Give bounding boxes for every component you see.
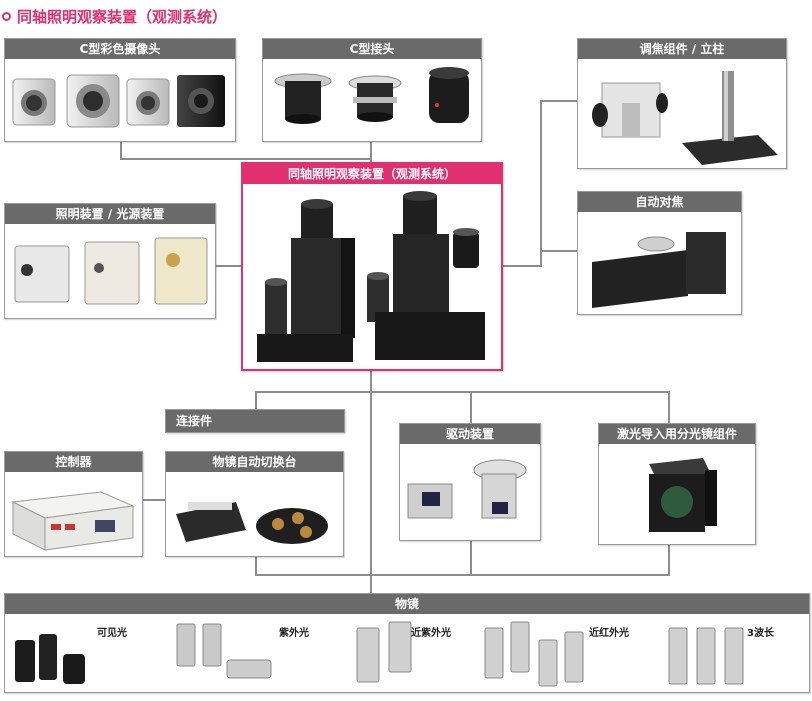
center-system-header: 同轴照明观察装置（观测系统）: [243, 164, 501, 184]
connector-line: [502, 265, 540, 267]
connector-line: [143, 499, 167, 501]
connector-line: [120, 158, 372, 160]
connector-line: [668, 391, 670, 423]
objective-label-visible: 可见光: [97, 628, 127, 639]
laser-header: 激光导入用分光镜组件: [599, 424, 755, 444]
connector-line: [668, 545, 670, 575]
controller-illustration: [11, 491, 135, 551]
center-system-box[interactable]: 同轴照明观察装置（观测系统）: [241, 162, 503, 371]
connector-line: [370, 371, 372, 593]
bullet-icon: [2, 12, 11, 21]
light-source-illustration: [14, 237, 208, 305]
autofocus-header: 自动对焦: [578, 192, 741, 212]
connector-line: [370, 142, 372, 162]
objectives-box[interactable]: 物镜 可见光 紫外光 近紫外光 近红外光 3波长: [4, 593, 810, 693]
connector-header: 连接件: [166, 410, 344, 432]
connector-line: [120, 142, 122, 160]
focus-unit-illustration: [592, 71, 778, 165]
revolver-header: 物镜自动切换台: [166, 452, 343, 472]
focus-box[interactable]: 调焦组件 / 立柱: [577, 38, 787, 169]
c-camera-box[interactable]: C型彩色摄像头: [4, 38, 236, 142]
objective-label-uv: 紫外光: [279, 628, 309, 639]
connector-line: [470, 540, 472, 575]
controller-header: 控制器: [5, 452, 142, 472]
objective-label-near-uv: 近紫外光: [411, 628, 451, 639]
drive-illustration: [407, 459, 527, 519]
focus-header: 调焦组件 / 立柱: [578, 39, 786, 59]
connector-line: [540, 100, 542, 267]
c-camera-header: C型彩色摄像头: [5, 39, 235, 59]
controller-box[interactable]: 控制器: [4, 451, 143, 557]
adapter-illustration: [274, 67, 469, 124]
connector-line: [214, 265, 242, 267]
page-title: 同轴照明观察装置（观测系统）: [2, 6, 227, 27]
c-mount-header: C型接头: [263, 39, 481, 59]
autofocus-illustration: [592, 232, 726, 308]
drive-header: 驱动装置: [400, 424, 540, 444]
connector-label-box: 连接件: [165, 409, 345, 433]
connector-line: [255, 557, 257, 575]
laser-box[interactable]: 激光导入用分光镜组件: [598, 423, 756, 545]
beam-splitter-illustration: [649, 458, 717, 532]
connector-line: [470, 391, 472, 423]
lighting-header: 照明装置 / 光源装置: [5, 204, 215, 224]
drive-box[interactable]: 驱动装置: [399, 423, 541, 541]
camera-illustration: [12, 74, 225, 128]
connector-line: [255, 574, 670, 576]
autofocus-box[interactable]: 自动对焦: [577, 191, 742, 315]
connector-line: [540, 250, 578, 252]
objective-lens-illustration: [15, 621, 744, 687]
observation-unit-illustration: [257, 191, 485, 362]
connector-line: [255, 391, 670, 393]
connector-line: [255, 391, 257, 409]
objective-label-3-wavelength: 3波长: [747, 628, 774, 639]
lighting-box[interactable]: 照明装置 / 光源装置: [4, 203, 216, 319]
connector-line: [540, 100, 578, 102]
c-mount-box[interactable]: C型接头: [262, 38, 482, 142]
objective-label-nir: 近红外光: [589, 628, 629, 639]
revolver-box[interactable]: 物镜自动切换台: [165, 451, 344, 557]
revolver-illustration: [176, 502, 328, 544]
objectives-header: 物镜: [5, 594, 809, 614]
